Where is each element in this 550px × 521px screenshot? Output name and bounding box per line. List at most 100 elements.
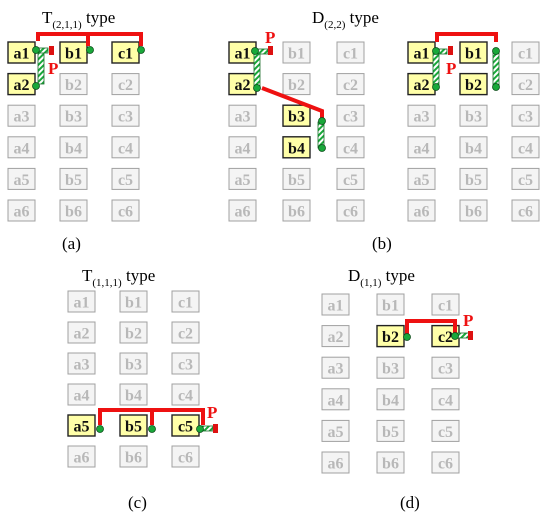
cell-box <box>459 72 488 96</box>
cell-label: a1 <box>74 295 90 312</box>
wiring-overlays: P P P <box>32 28 500 433</box>
cell-a2: a2 <box>7 72 36 96</box>
cell-box <box>321 388 350 411</box>
cell-b6: b6 <box>59 199 88 222</box>
p-label: P <box>463 311 473 330</box>
cell-box <box>67 445 96 468</box>
cell-a2: a2 <box>407 72 436 96</box>
p-label: P <box>446 59 456 78</box>
cell-label: b6 <box>465 204 482 221</box>
cell-label: c2 <box>178 326 193 343</box>
cell-label: a4 <box>328 392 344 409</box>
cell-b4: b4 <box>59 136 88 159</box>
cell-label: b1 <box>465 46 482 63</box>
cell-label: a3 <box>235 109 251 126</box>
cell-label: b6 <box>125 450 142 467</box>
cell-a6: a6 <box>321 451 350 474</box>
cell-label: a3 <box>328 361 344 378</box>
cell-label: a2 <box>235 77 251 94</box>
cell-box <box>376 451 405 474</box>
cell-label: b1 <box>65 46 82 63</box>
cell-b6: b6 <box>119 445 148 468</box>
cell-label: c5 <box>343 172 358 189</box>
wire-line <box>435 32 498 42</box>
node-dot <box>253 84 261 92</box>
cell-b1: b1 <box>59 41 88 64</box>
cell-b1: b1 <box>459 41 488 64</box>
cell-b5: b5 <box>376 419 405 442</box>
cell-box <box>7 199 36 222</box>
cell-b4: b4 <box>459 136 488 159</box>
p-label: P <box>207 403 217 422</box>
cell-b2: b2 <box>119 321 148 344</box>
cell-box <box>376 388 405 411</box>
cell-box <box>67 414 96 437</box>
cell-box <box>7 104 36 127</box>
cell-box <box>282 136 311 159</box>
cell-label: a6 <box>235 204 251 221</box>
cell-a4: a4 <box>228 136 257 159</box>
cell-box <box>431 293 460 316</box>
cell-a2: a2 <box>67 321 96 344</box>
cell-c2: c2 <box>431 324 460 348</box>
cell-box <box>59 104 88 127</box>
cell-b1: b1 <box>282 41 311 64</box>
panel-a-wiring: P <box>32 32 145 90</box>
cell-label: a4 <box>74 388 90 405</box>
cell-b5: b5 <box>119 414 148 437</box>
cell-label: b5 <box>382 424 399 441</box>
cell-b4: b4 <box>119 383 148 406</box>
cell-label: c3 <box>118 109 133 126</box>
cell-box <box>111 136 140 159</box>
cell-c4: c4 <box>111 136 140 159</box>
cell-box <box>171 321 200 344</box>
cell-a4: a4 <box>321 388 350 411</box>
cell-box <box>431 388 460 411</box>
cell-box <box>119 445 148 468</box>
cell-box <box>59 199 88 222</box>
cell-label: c6 <box>118 204 133 221</box>
cell-box <box>511 73 540 96</box>
node-dot <box>492 47 500 55</box>
cell-box <box>282 199 311 222</box>
cell-label: a1 <box>328 298 344 315</box>
node-dot <box>86 46 94 54</box>
cell-box <box>459 41 488 64</box>
panel-d-title: D(1,1) type <box>348 266 415 289</box>
cell-b2: b2 <box>376 324 405 348</box>
cell-box <box>171 445 200 468</box>
cell-box <box>459 104 488 127</box>
cell-label: c5 <box>518 172 533 189</box>
cell-label: a1 <box>235 46 251 63</box>
cable-hatch <box>432 51 440 87</box>
cell-c1: c1 <box>171 290 200 313</box>
cell-label: c5 <box>178 419 193 436</box>
cell-box <box>407 199 436 222</box>
cell-a1: a1 <box>7 41 36 64</box>
cell-label: b5 <box>125 419 142 436</box>
cell-label: b3 <box>465 109 482 126</box>
cable-hatch <box>253 51 261 87</box>
cell-a3: a3 <box>67 352 96 375</box>
node-dot <box>492 83 500 91</box>
cell-label: c2 <box>438 329 453 346</box>
cell-b5: b5 <box>59 167 88 190</box>
cell-b6: b6 <box>282 199 311 222</box>
cell-label: b3 <box>382 361 399 378</box>
cell-label: c3 <box>438 361 453 378</box>
cell-box <box>431 451 460 474</box>
cell-label: c6 <box>438 456 453 473</box>
cell-label: c4 <box>438 392 453 409</box>
cell-box <box>336 167 365 190</box>
cell-box <box>171 383 200 406</box>
cell-box <box>171 290 200 313</box>
cell-box <box>111 73 140 96</box>
cell-box <box>282 73 311 96</box>
cell-box <box>321 293 350 316</box>
cell-box <box>511 41 540 64</box>
plug-terminal <box>448 46 453 55</box>
cell-label: b4 <box>465 140 482 157</box>
cell-a6: a6 <box>7 199 36 222</box>
